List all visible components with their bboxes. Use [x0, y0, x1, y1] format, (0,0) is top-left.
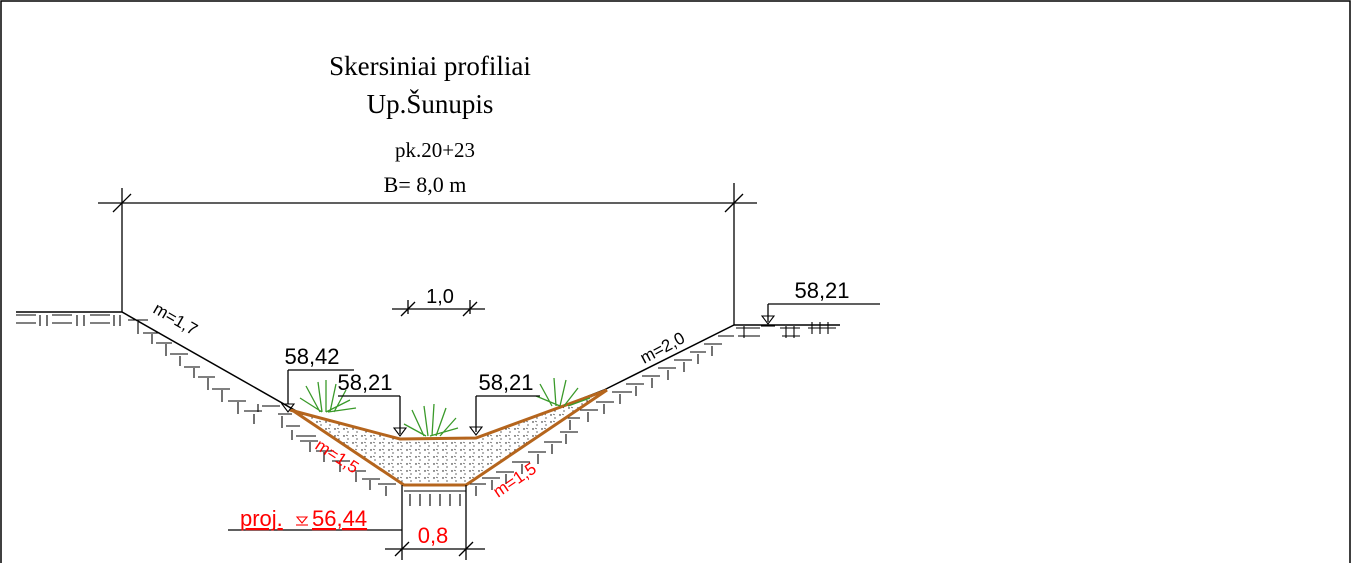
- elevation-triangle: [295, 516, 309, 524]
- station-label: pk.20+23: [395, 138, 475, 162]
- existing-ground-profile: [16, 311, 840, 443]
- elevation-markers: [280, 315, 776, 526]
- design-elevation-value: 56,44: [312, 506, 367, 531]
- elevation-triangle: [280, 403, 296, 413]
- top-width-label: B= 8,0 m: [384, 172, 467, 197]
- elevation-right-bank: 58,21: [794, 278, 849, 303]
- elevation-left-sediment-top: 58,42: [284, 344, 339, 369]
- elevation-bed-right: 58,21: [478, 370, 533, 395]
- design-elevation-label: proj.: [240, 506, 283, 531]
- elevation-bed-left: 58,21: [337, 370, 392, 395]
- top-width-dimension: [98, 183, 757, 325]
- sediment-outline: [289, 388, 608, 487]
- elevation-triangle: [392, 427, 408, 437]
- drawing-title: Skersiniai profiliai: [329, 51, 531, 81]
- scale-bar-label: 1,0: [426, 286, 454, 308]
- bottom-width-label: 0,8: [418, 523, 449, 548]
- soil-hatching: [16, 314, 836, 506]
- elevation-triangle: [760, 315, 776, 325]
- scale-bar: [392, 300, 485, 317]
- elevation-triangle: [468, 426, 484, 436]
- design-bottom-verticals: [385, 485, 485, 560]
- river-name: Up.Šunupis: [367, 89, 494, 119]
- slope-label-right-existing: m=2,0: [637, 328, 688, 367]
- vegetation: [299, 377, 591, 437]
